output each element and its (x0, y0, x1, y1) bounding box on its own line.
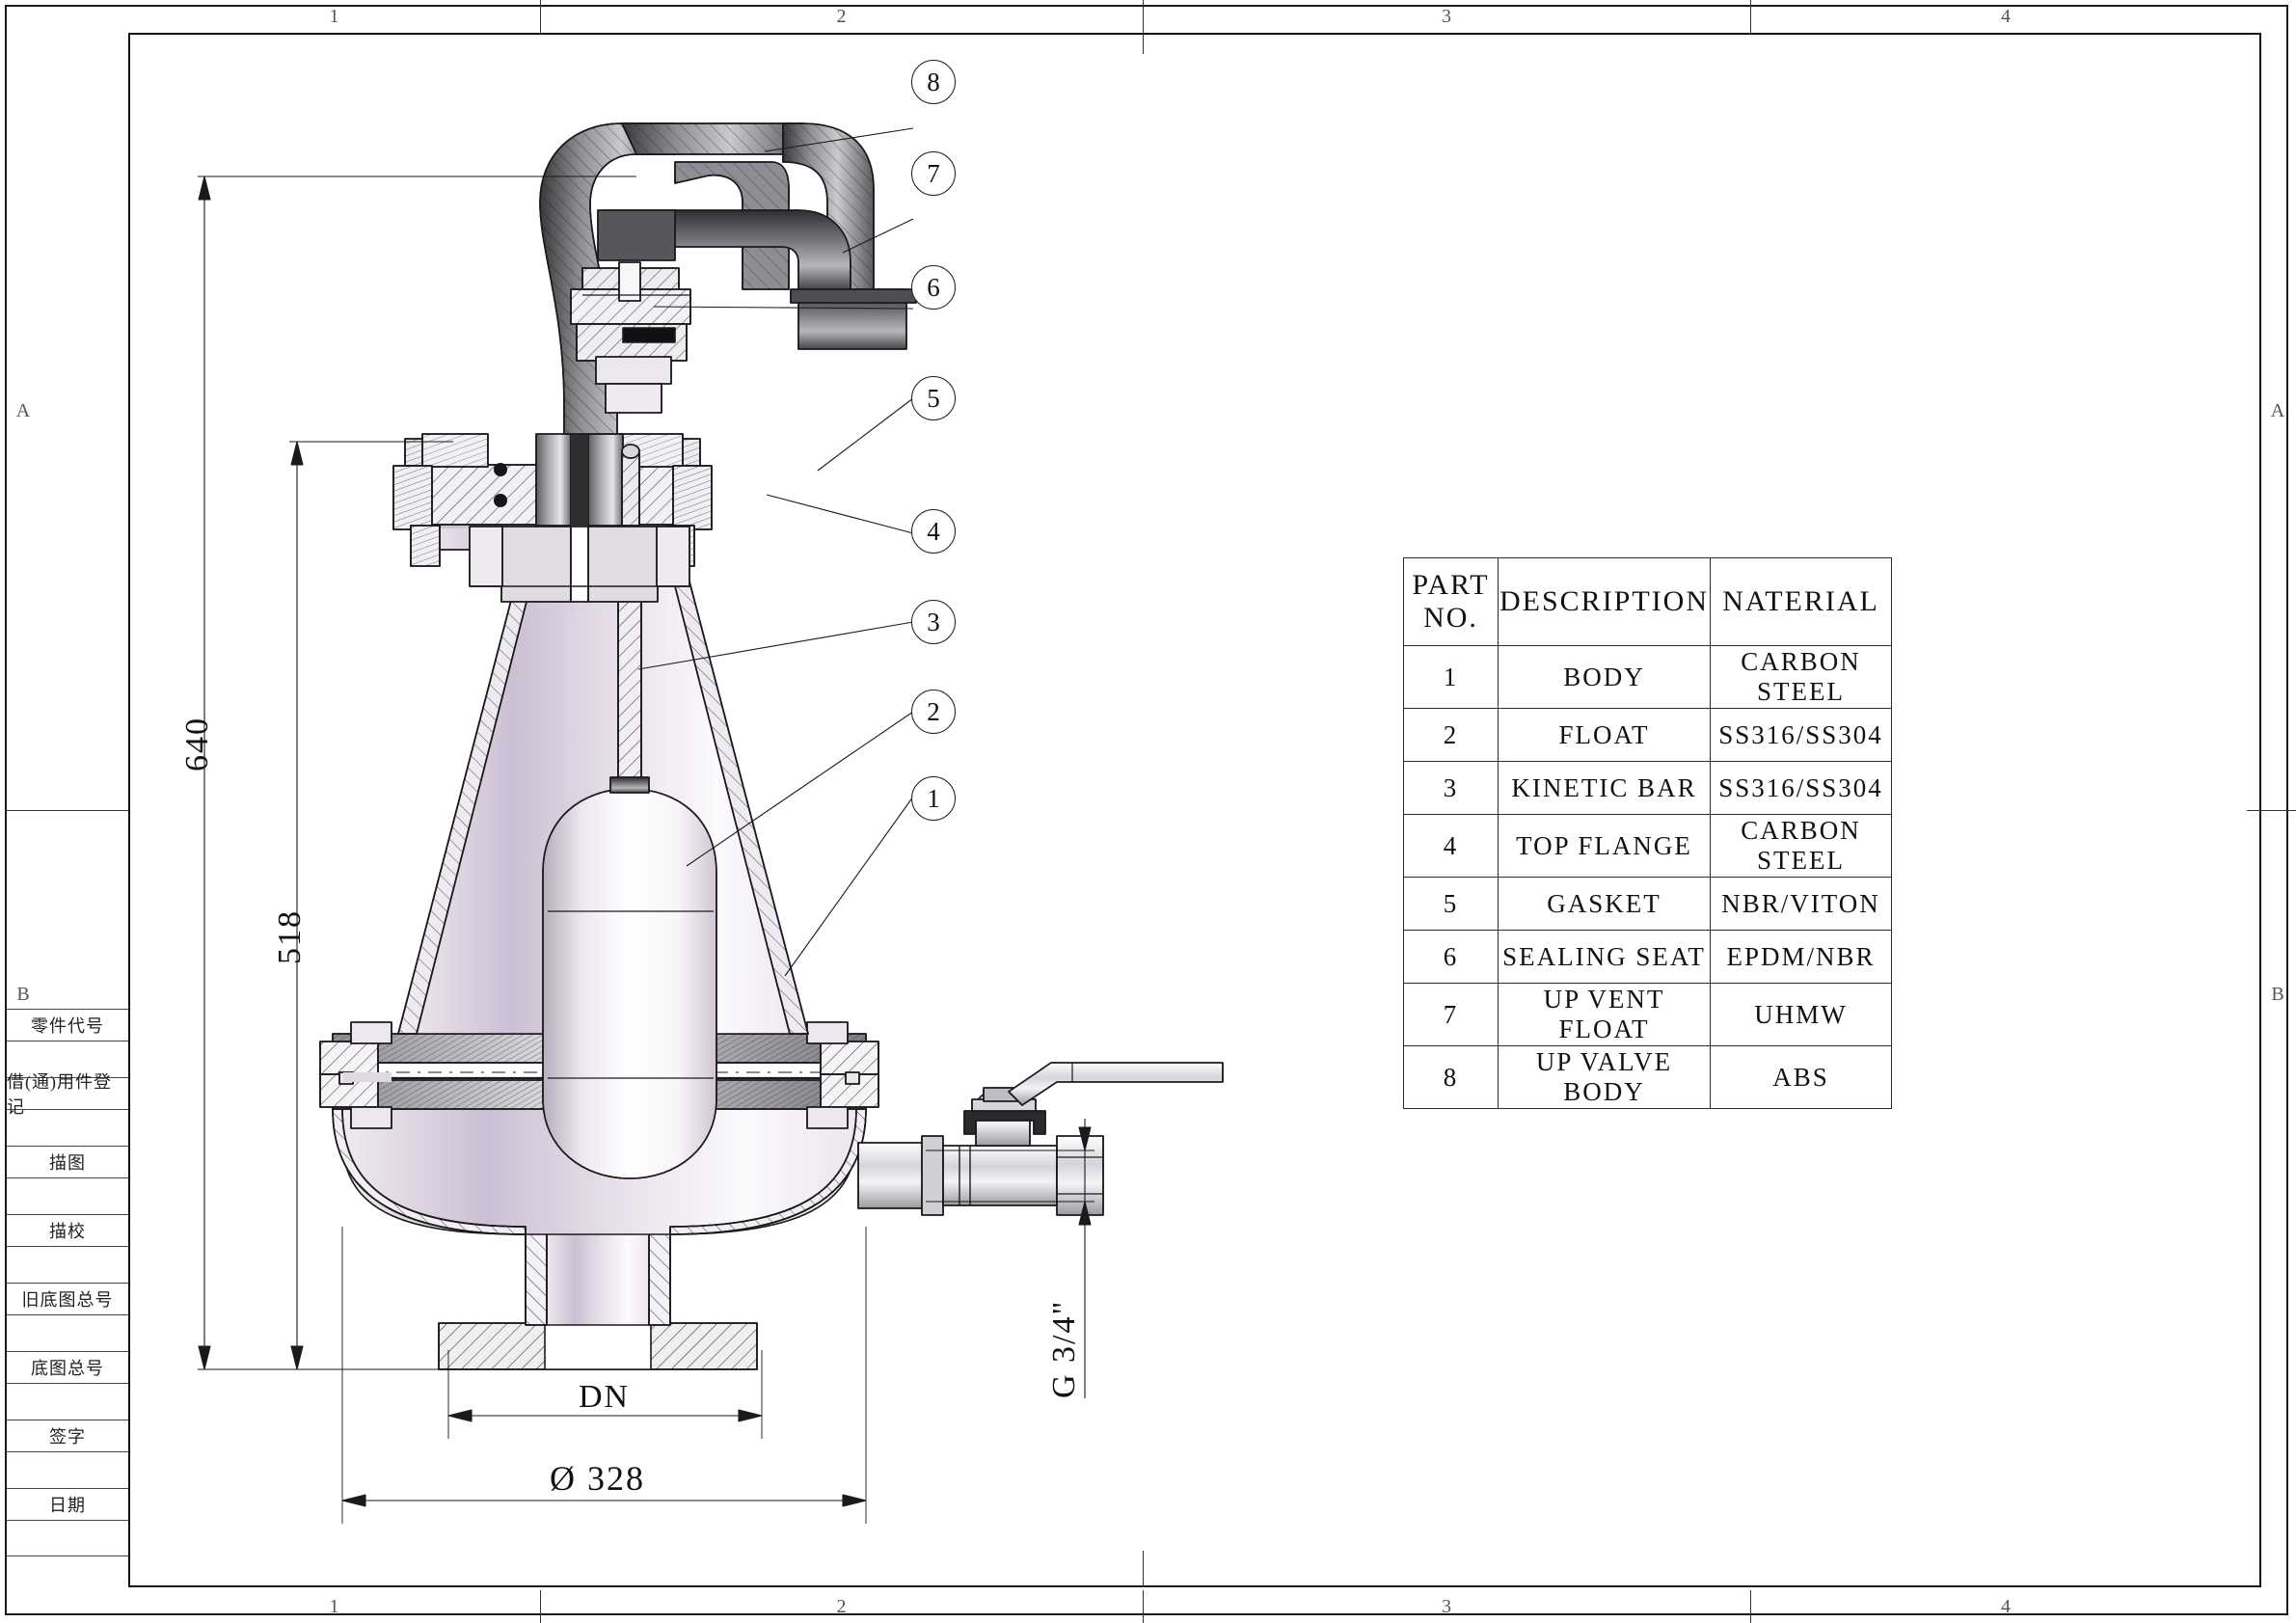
callout-balloon-4[interactable]: 4 (911, 509, 956, 554)
cell-part-no: 8 (1403, 1045, 1499, 1109)
zone-divider-bottom-a (540, 1590, 541, 1623)
title-row-borrow-register: 借(通)用件登记 (7, 1072, 128, 1117)
title-row-master-no: 底图总号 (7, 1351, 128, 1383)
title-row-tracing-value[interactable] (7, 1177, 128, 1214)
title-row-old-master-no-value[interactable] (7, 1314, 128, 1351)
header-material: NATERIAL (1710, 557, 1893, 646)
cell-part-no: 5 (1403, 877, 1499, 931)
zone-divider-right (2247, 810, 2296, 811)
cell-description: BODY (1497, 645, 1712, 709)
zone-top-1: 1 (329, 6, 339, 27)
header-description: DESCRIPTION (1497, 557, 1712, 646)
title-row-tracing-check-value[interactable] (7, 1246, 128, 1283)
cell-part-no: 4 (1403, 814, 1499, 878)
dimension-overall-height: 640 (179, 717, 215, 771)
title-row-signature-value[interactable] (7, 1451, 128, 1488)
title-row-master-no-value[interactable] (7, 1383, 128, 1420)
callout-balloon-7[interactable]: 7 (911, 151, 956, 196)
callout-balloon-5[interactable]: 5 (911, 376, 956, 420)
cell-description: TOP FLANGE (1497, 814, 1712, 878)
cell-description: KINETIC BAR (1497, 761, 1712, 815)
cell-material: EPDM/NBR (1710, 930, 1893, 984)
dimension-flange-diameter: Ø 328 (550, 1459, 645, 1498)
parts-table-header-row: PART NO. DESCRIPTION NATERIAL (1403, 557, 1893, 646)
cell-description: UP VENT FLOAT (1497, 983, 1712, 1046)
title-block-left-column: 零件代号 借(通)用件登记 描图 描校 旧底图总号 底图总号 签字 日期 (7, 1009, 128, 1556)
title-row-tracing-check: 描校 (7, 1214, 128, 1246)
table-row: 3 KINETIC BAR SS316/SS304 (1403, 761, 1893, 815)
callout-balloon-1[interactable]: 1 (911, 776, 956, 821)
table-row: 7 UP VENT FLOAT UHMW (1403, 983, 1893, 1046)
zone-bottom-3: 3 (1442, 1596, 1451, 1617)
cell-part-no: 6 (1403, 930, 1499, 984)
callout-balloon-3[interactable]: 3 (911, 600, 956, 644)
zone-top-4: 4 (2001, 6, 2011, 27)
header-part-no: PART NO. (1403, 557, 1499, 646)
title-row-borrow-register-value[interactable] (7, 1109, 128, 1146)
dimension-nominal-diameter: DN (579, 1379, 631, 1415)
cell-material: ABS (1710, 1045, 1893, 1109)
title-row-signature: 签字 (7, 1420, 128, 1451)
dimension-vent-thread: G 3/4" (1046, 1299, 1082, 1398)
cell-description: FLOAT (1497, 708, 1712, 762)
cell-material: CARBON STEEL (1710, 645, 1893, 709)
cell-part-no: 1 (1403, 645, 1499, 709)
dimension-body-height: 518 (272, 909, 308, 964)
zone-right-a: A (2270, 400, 2285, 421)
cell-part-no: 3 (1403, 761, 1499, 815)
zone-divider-bottom-c (1750, 1590, 1751, 1623)
table-row: 4 TOP FLANGE CARBON STEEL (1403, 814, 1893, 878)
cell-material: SS316/SS304 (1710, 708, 1893, 762)
zone-left-a: A (15, 400, 31, 421)
zone-top-3: 3 (1442, 6, 1451, 27)
callout-balloon-8[interactable]: 8 (911, 60, 956, 104)
zone-bottom-2: 2 (836, 1596, 847, 1617)
table-row: 1 BODY CARBON STEEL (1403, 645, 1893, 709)
zone-bottom-4: 4 (2001, 1596, 2011, 1617)
table-row: 5 GASKET NBR/VITON (1403, 877, 1893, 931)
title-row-part-code-value[interactable] (7, 1041, 128, 1077)
cell-description: SEALING SEAT (1497, 930, 1712, 984)
cell-material: NBR/VITON (1710, 877, 1893, 931)
zone-divider-top-a (540, 0, 541, 33)
zone-top-2: 2 (836, 6, 847, 27)
zone-right-b: B (2271, 984, 2284, 1005)
zone-divider-bottom-b (1143, 1590, 1144, 1623)
cell-part-no: 7 (1403, 983, 1499, 1046)
title-row-part-code: 零件代号 (7, 1009, 128, 1041)
title-row-date-value[interactable] (7, 1520, 128, 1556)
center-tick-bottom (1143, 1551, 1144, 1587)
cell-material: UHMW (1710, 983, 1893, 1046)
cell-part-no: 2 (1403, 708, 1499, 762)
sheet-inner-border (128, 33, 2261, 1587)
zone-divider-top-b (1143, 0, 1144, 33)
cell-description: GASKET (1497, 877, 1712, 931)
parts-list-table: PART NO. DESCRIPTION NATERIAL 1 BODY CAR… (1403, 557, 1893, 1109)
cell-description: UP VALVE BODY (1497, 1045, 1712, 1109)
zone-bottom-1: 1 (329, 1596, 339, 1617)
zone-divider-top-c (1750, 0, 1751, 33)
title-row-tracing: 描图 (7, 1146, 128, 1177)
title-row-date: 日期 (7, 1488, 128, 1520)
zone-divider-left (7, 810, 128, 811)
table-row: 8 UP VALVE BODY ABS (1403, 1045, 1893, 1109)
center-tick-top (1143, 33, 1144, 54)
callout-balloon-2[interactable]: 2 (911, 690, 956, 734)
table-row: 2 FLOAT SS316/SS304 (1403, 708, 1893, 762)
zone-left-b: B (16, 984, 30, 1005)
cell-material: SS316/SS304 (1710, 761, 1893, 815)
cell-material: CARBON STEEL (1710, 814, 1893, 878)
table-row: 6 SEALING SEAT EPDM/NBR (1403, 930, 1893, 984)
callout-balloon-6[interactable]: 6 (911, 265, 956, 310)
title-row-old-master-no: 旧底图总号 (7, 1283, 128, 1314)
